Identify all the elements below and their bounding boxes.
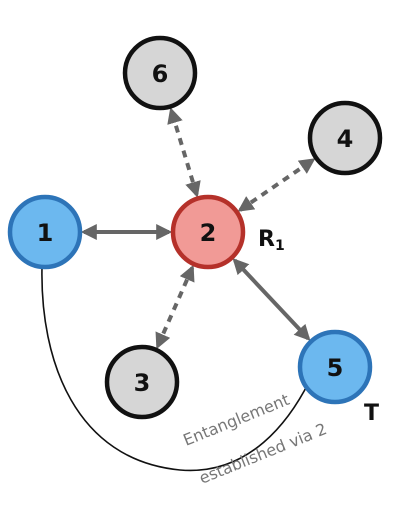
node-label-2: 2	[200, 219, 217, 247]
node-1: 1	[7, 194, 83, 270]
node-6: 6	[122, 35, 198, 111]
node-circle-4	[307, 100, 383, 176]
node-label-4: 4	[337, 125, 354, 153]
node-label-6: 6	[152, 60, 169, 88]
node-circle-2	[170, 194, 246, 270]
node-circle-3	[104, 344, 180, 420]
edge-2-3	[155, 264, 195, 350]
edge-2-5	[232, 258, 311, 341]
node-5: 5	[297, 329, 373, 405]
node-label-1: 1	[37, 219, 54, 247]
node-label-3: 3	[134, 369, 151, 397]
node-3: 3	[104, 344, 180, 420]
node-circle-5	[297, 329, 373, 405]
entanglement-curve	[41, 266, 311, 472]
node-4: 4	[307, 100, 383, 176]
nodes-layer: 6 4 1 2 3 5	[7, 35, 383, 420]
target-label: T	[364, 401, 379, 426]
edges-layer	[80, 107, 316, 350]
edge-2-4	[237, 158, 316, 212]
node-label-5: 5	[327, 354, 344, 382]
node-2: 2	[170, 194, 246, 270]
node-circle-6	[122, 35, 198, 111]
node-circle-1	[7, 194, 83, 270]
repeater-label: R1	[258, 227, 285, 254]
edge-2-6	[167, 107, 201, 198]
